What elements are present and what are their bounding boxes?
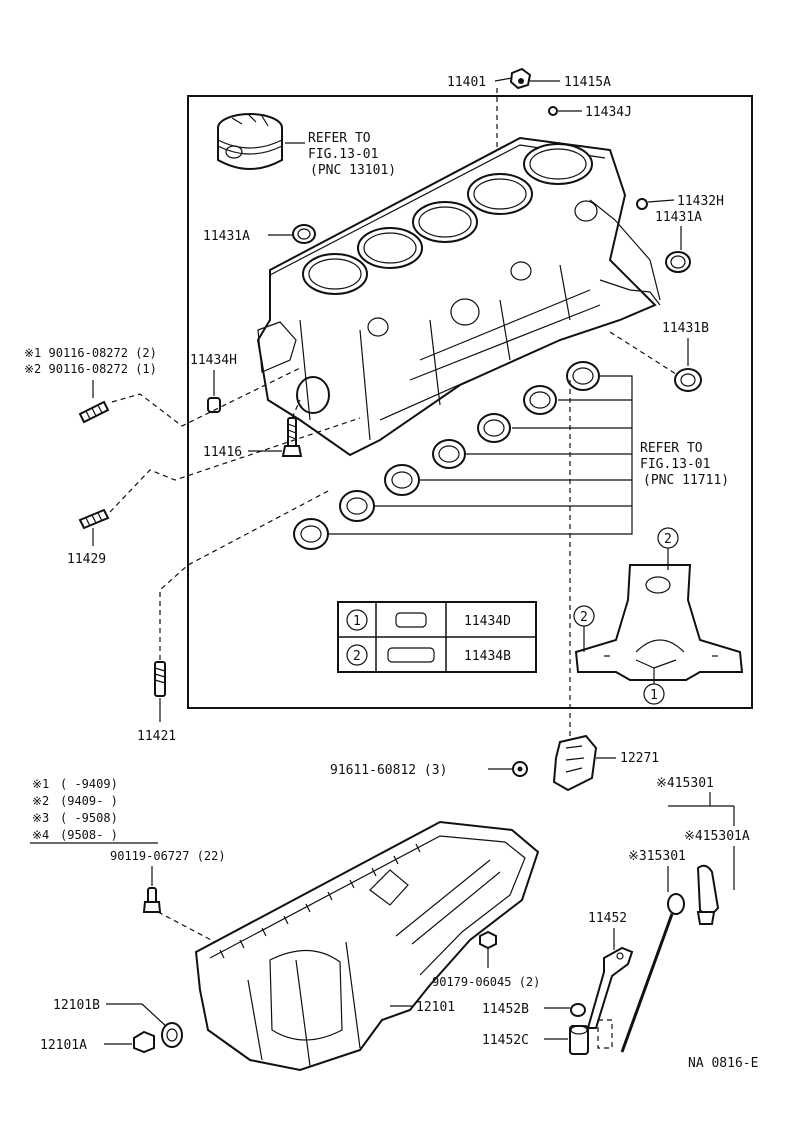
label-11415A: 11415A (564, 75, 611, 90)
label-11452C: 11452C (482, 1033, 529, 1048)
label-11401: 11401 (447, 75, 486, 90)
refer-bearing-line2: FIG.13-01 (640, 457, 710, 472)
label-12101B: 12101B (53, 998, 100, 1013)
label-12271: 12271 (620, 751, 659, 766)
label-11429: 11429 (67, 552, 106, 567)
bolt-11416[interactable] (281, 417, 303, 457)
clip-11452C[interactable] (569, 1025, 589, 1055)
callout-2-top-label: 2 (664, 532, 672, 547)
plug-12101A[interactable] (133, 1030, 155, 1054)
svg-text:※2: ※2 (32, 794, 49, 808)
label-91611: 91611-60812 (3) (330, 763, 447, 778)
label-15301A-4: ※415301A (684, 829, 750, 844)
svg-text:(9508- ): (9508- ) (60, 828, 118, 842)
label-15301-3: ※315301 (628, 849, 686, 864)
label-11431A-left: 11431A (203, 229, 250, 244)
legend-2-part: 11434B (464, 649, 511, 664)
plug-11432H[interactable] (636, 198, 648, 210)
stud-11429[interactable] (78, 508, 110, 530)
svg-text:※1: ※1 (32, 777, 49, 791)
piston[interactable] (217, 113, 283, 170)
stud-11421[interactable] (154, 661, 166, 697)
plug-11431A-left[interactable] (292, 224, 316, 244)
bolt-90119[interactable] (142, 887, 162, 913)
refer-piston-line2: FIG.13-01 (308, 147, 378, 162)
housing-12271[interactable] (552, 734, 598, 792)
dipstick-15301A[interactable] (696, 864, 720, 925)
label-11434J: 11434J (585, 105, 632, 120)
cylinder-block[interactable] (256, 136, 661, 457)
refer-piston-line1: REFER TO (308, 131, 371, 146)
label-15301-4: ※415301 (656, 776, 714, 791)
bearing-cap-detail (574, 564, 744, 681)
footer-code: NA 0816-E (688, 1056, 758, 1071)
svg-text:(9409- ): (9409- ) (60, 794, 118, 808)
label-11434H: 11434H (190, 353, 237, 368)
nut-90179[interactable] (479, 930, 497, 950)
refer-piston-line3: (PNC 13101) (310, 163, 396, 178)
label-11421: 11421 (137, 729, 176, 744)
label-11416: 11416 (203, 445, 242, 460)
label-11452: 11452 (588, 911, 627, 926)
legend-table (337, 601, 537, 673)
tube-section (597, 1019, 613, 1049)
plug-11431A-right[interactable] (665, 251, 691, 273)
label-90119: 90119-06727 (22) (110, 849, 226, 863)
assembly-frame (187, 95, 753, 709)
gasket-12101B[interactable] (161, 1022, 183, 1048)
dipstick-15301[interactable] (620, 893, 685, 1053)
label-90179: 90179-06045 (2) (432, 975, 540, 989)
plug-11431B[interactable] (674, 368, 702, 392)
label-11431B: 11431B (662, 321, 709, 336)
oil-pan[interactable] (194, 820, 540, 1072)
svg-text:※4: ※4 (32, 828, 49, 842)
refer-bearing-line3: (PNC 11711) (643, 473, 729, 488)
label-11432H: 11432H (677, 194, 724, 209)
callout-1-bottom-label: 1 (650, 688, 658, 703)
guide-11452[interactable] (586, 946, 634, 1029)
bolt-top[interactable] (509, 67, 532, 90)
label-stud-2: ※2 90116-08272 (1) (24, 362, 157, 376)
label-12101: 12101 (416, 1000, 455, 1015)
svg-text:※3: ※3 (32, 811, 49, 825)
bearing-set[interactable] (293, 361, 600, 550)
label-stud-1: ※1 90116-08272 (2) (24, 346, 157, 360)
label-12101A: 12101A (40, 1038, 87, 1053)
svg-text:( -9508): ( -9508) (60, 811, 118, 825)
svg-text:( -9409): ( -9409) (60, 777, 118, 791)
label-11452B: 11452B (482, 1002, 529, 1017)
refer-bearing-line1: REFER TO (640, 441, 703, 456)
callout-2-left-label: 2 (580, 610, 588, 625)
stud-90116[interactable] (78, 400, 110, 424)
legend-2-num: 2 (353, 649, 361, 664)
legend-1-num: 1 (353, 614, 361, 629)
plug-11434J[interactable] (548, 106, 558, 116)
legend-1-part: 11434D (464, 614, 511, 629)
label-11431A-right: 11431A (655, 210, 702, 225)
date-range-notes: ※1 ( -9409) ※2 (9409- ) ※3 ( -9508) ※4 (… (30, 777, 158, 844)
ring-11452B[interactable] (570, 1003, 586, 1017)
